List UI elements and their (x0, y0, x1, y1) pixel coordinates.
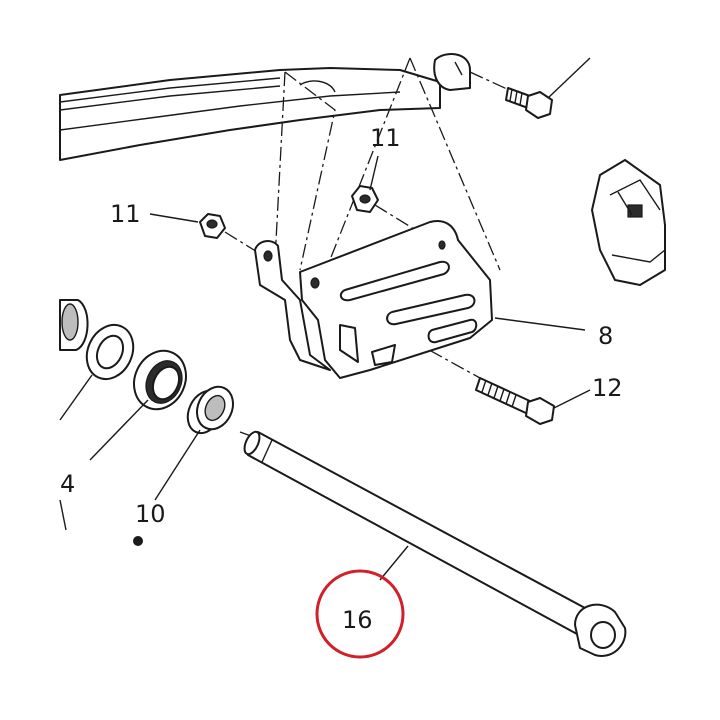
washer (85, 323, 135, 381)
bushing (186, 385, 234, 435)
callout-screw: 12 (592, 374, 623, 402)
callout-washer-left: 4 (60, 470, 75, 498)
callout-bushing: 10 (135, 500, 166, 528)
upper-bolt (505, 87, 553, 119)
callout-nut-top: 11 (370, 124, 401, 152)
screw (475, 377, 555, 425)
highlight-circle (315, 569, 405, 659)
chain-guide-part (591, 159, 666, 286)
bracket-plate (254, 220, 493, 379)
seal-ring (133, 349, 187, 411)
bearing-left (59, 299, 89, 351)
nut-left (199, 213, 226, 239)
pivot-pin (243, 430, 627, 657)
leader-lines (59, 57, 591, 581)
swingarm-frame (59, 67, 441, 161)
callout-nut-left: 11 (110, 200, 141, 228)
nut-top (351, 185, 379, 213)
callout-pivot-pin: 16 (342, 606, 373, 634)
rear-bracket-part (433, 53, 471, 91)
reference-dot (133, 536, 143, 546)
callout-bracket: 8 (598, 322, 613, 350)
